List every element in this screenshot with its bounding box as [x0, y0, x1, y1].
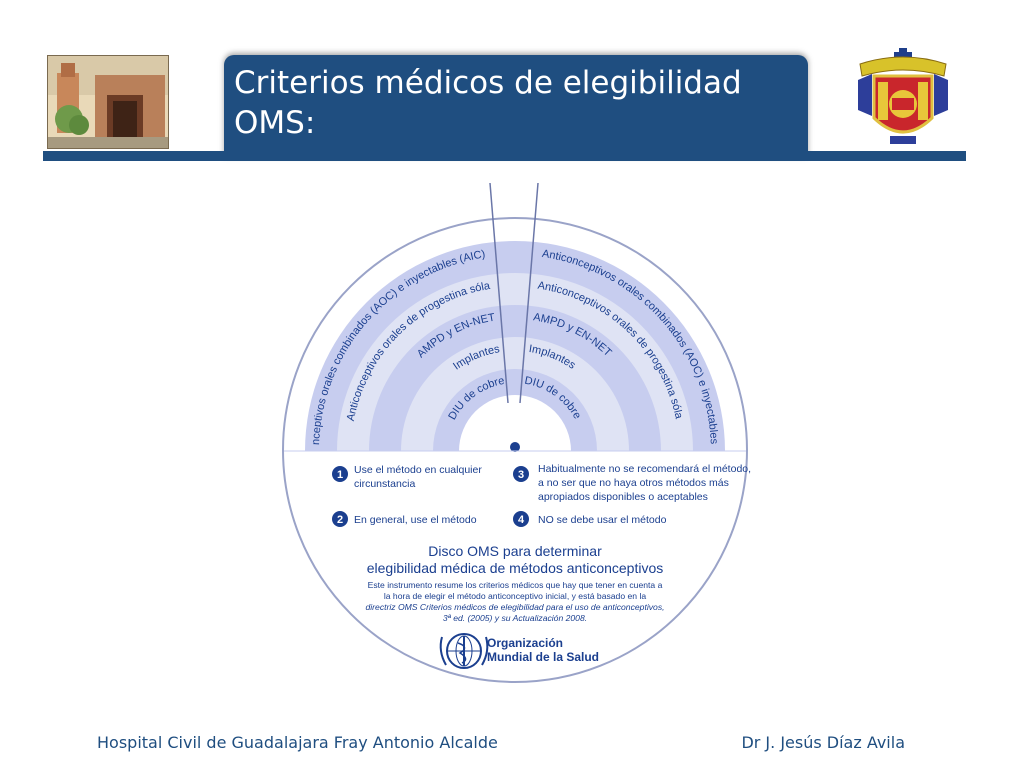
hospital-painting-image [47, 55, 169, 149]
header-divider [43, 151, 966, 161]
who-emblem-icon [439, 633, 489, 669]
disc-center-dot [510, 442, 520, 452]
legend-number-1: 1 [337, 469, 343, 481]
legend-text-2a: En general, use el método [354, 514, 477, 526]
legend-text-3a: Habitualmente no se recomendará el métod… [538, 463, 751, 475]
disc-desc-line2: la hora de elegir el método anticoncepti… [384, 591, 646, 601]
legend-badge-1 [332, 466, 348, 482]
legend-number-3: 3 [518, 469, 524, 481]
legend-text-1b: circunstancia [354, 478, 415, 490]
legend-badge-2 [332, 511, 348, 527]
disc-desc-line1: Este instrumento resume los criterios mé… [368, 580, 663, 590]
who-org-line2: Mundial de la Salud [487, 650, 599, 664]
footer-hospital-name: Hospital Civil de Guadalajara Fray Anton… [97, 733, 498, 752]
legend-number-4: 4 [518, 514, 525, 526]
legend-badge-3 [513, 466, 529, 482]
legend-badge-4 [513, 511, 529, 527]
hospital-civil-logo [858, 48, 948, 144]
footer-author: Dr J. Jesús Díaz Avila [741, 733, 905, 752]
page-title: Criterios médicos de elegibilidad OMS: [234, 65, 742, 141]
disc-desc-line3: directriz OMS Criterios médicos de elegi… [365, 602, 664, 612]
disc-desc-line4: 3ª ed. (2005) y su Actualización 2008. [443, 613, 587, 623]
legend-number-2: 2 [337, 514, 343, 526]
title-banner: Criterios médicos de elegibilidad OMS: [224, 55, 808, 159]
disc-inner-hole [459, 395, 571, 451]
ring-bands [305, 241, 725, 451]
disc-title-line2: elegibilidad médica de métodos anticonce… [367, 560, 664, 576]
legend-text-3b: a no ser que no haya otros métodos más [538, 477, 729, 489]
legend-item-4: 4 NO se debe usar el método [513, 511, 667, 527]
legend-text-3c: apropiados disponibles o aceptables [538, 491, 708, 503]
disc-title-line1: Disco OMS para determinar [428, 543, 602, 559]
legend-text-1a: Use el método en cualquier [354, 464, 482, 476]
legend-item-2: 2 En general, use el método [332, 511, 477, 527]
who-org-line1: Organización [487, 636, 563, 650]
disc-pointer-right-line [519, 182, 539, 404]
legend-item-1: 1 Use el método en cualquier circunstanc… [332, 464, 482, 490]
disc-pointer-left-line [489, 182, 509, 404]
who-eligibility-disc: Anticonceptivos orales combinados (AOC) … [270, 175, 751, 683]
legend-text-4a: NO se debe usar el método [538, 514, 667, 526]
legend-item-3: 3 Habitualmente no se recomendará el mét… [513, 463, 751, 503]
